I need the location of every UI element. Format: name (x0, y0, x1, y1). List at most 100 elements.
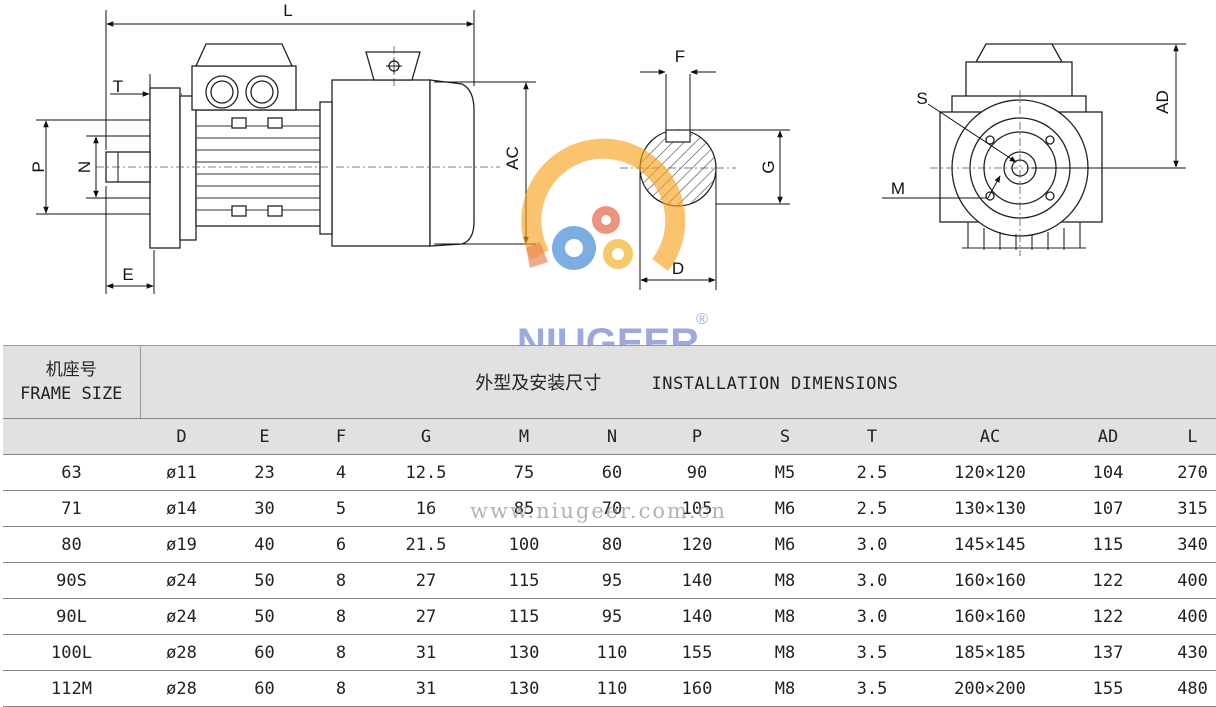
label-S: S (916, 89, 927, 108)
cell-l: 430 (1152, 634, 1216, 671)
cell-s: M8 (742, 634, 828, 671)
cell-ac: 185×185 (916, 634, 1064, 671)
cell-p: 140 (652, 562, 742, 599)
cell-g: 12.5 (376, 454, 476, 491)
table-title: 外型及安装尺寸 INSTALLATION DIMENSIONS (140, 345, 1216, 419)
column-header-n: N (572, 418, 652, 455)
cell-m: 130 (476, 634, 572, 671)
column-header-s: S (742, 418, 828, 455)
label-E: E (122, 265, 133, 284)
frame-size-cell: 80 (3, 526, 140, 563)
cell-ad: 122 (1064, 562, 1152, 599)
cell-ac: 160×160 (916, 598, 1064, 635)
cell-l: 400 (1152, 598, 1216, 635)
label-G: G (759, 160, 778, 173)
cell-t: 3.5 (828, 634, 916, 671)
cell-p: 140 (652, 598, 742, 635)
cell-e: 30 (223, 490, 306, 527)
frame-size-cell: 71 (3, 490, 140, 527)
frame-size-cell: 90S (3, 562, 140, 599)
column-header-e: E (223, 418, 306, 455)
cell-n: 95 (572, 598, 652, 635)
cell-m: 115 (476, 562, 572, 599)
frame-label-en: FRAME SIZE (20, 384, 123, 404)
label-F: F (675, 47, 685, 66)
cell-ad: 107 (1064, 490, 1152, 527)
cell-m: 100 (476, 526, 572, 563)
column-header-d: D (140, 418, 223, 455)
cell-t: 3.0 (828, 562, 916, 599)
cell-p: 160 (652, 670, 742, 707)
cell-m: 130 (476, 670, 572, 707)
niugeer-logo: NIUGEER ® (517, 138, 708, 345)
dimension-drawing: L T P N E AC F (29, 1, 1186, 345)
frame-label-cn: 机座号 (45, 360, 97, 380)
cell-ad: 115 (1064, 526, 1152, 563)
cell-e: 60 (223, 670, 306, 707)
label-P: P (29, 161, 48, 172)
cell-m: 115 (476, 598, 572, 635)
cell-t: 3.5 (828, 670, 916, 707)
label-AC: AC (503, 146, 522, 170)
label-T: T (113, 77, 123, 96)
cell-ac: 145×145 (916, 526, 1064, 563)
cell-f: 8 (306, 562, 376, 599)
cell-m: 85 (476, 490, 572, 527)
cell-ad: 104 (1064, 454, 1152, 491)
cell-f: 6 (306, 526, 376, 563)
cell-e: 23 (223, 454, 306, 491)
dimension-table: 机座号 FRAME SIZE 外型及安装尺寸 INSTALLATION DIME… (3, 345, 1216, 707)
cell-ad: 122 (1064, 598, 1152, 635)
column-header-frame (3, 418, 140, 455)
cell-n: 60 (572, 454, 652, 491)
cell-t: 3.0 (828, 526, 916, 563)
cell-d: ø28 (140, 670, 223, 707)
cell-s: M5 (742, 454, 828, 491)
cell-g: 31 (376, 670, 476, 707)
cell-t: 2.5 (828, 454, 916, 491)
cell-p: 155 (652, 634, 742, 671)
label-N: N (75, 161, 94, 173)
cell-n: 80 (572, 526, 652, 563)
motor-side-view: L T P N E AC (29, 1, 536, 294)
cell-s: M8 (742, 598, 828, 635)
frame-size-cell: 112M (3, 670, 140, 707)
cell-g: 21.5 (376, 526, 476, 563)
cell-l: 340 (1152, 526, 1216, 563)
label-L: L (283, 1, 292, 20)
cell-ac: 120×120 (916, 454, 1064, 491)
title-cn: 外型及安装尺寸 (475, 373, 602, 394)
cell-g: 27 (376, 562, 476, 599)
cell-f: 5 (306, 490, 376, 527)
cell-f: 8 (306, 634, 376, 671)
registered-mark: ® (696, 311, 708, 328)
cell-p: 105 (652, 490, 742, 527)
cell-d: ø11 (140, 454, 223, 491)
table-title-row: 机座号 FRAME SIZE 外型及安装尺寸 INSTALLATION DIME… (3, 345, 1216, 419)
cell-ac: 200×200 (916, 670, 1064, 707)
cell-ac: 130×130 (916, 490, 1064, 527)
cell-e: 40 (223, 526, 306, 563)
cell-n: 110 (572, 670, 652, 707)
brand-name: NIUGEER (517, 321, 699, 345)
frame-size-cell: 90L (3, 598, 140, 635)
cell-t: 2.5 (828, 490, 916, 527)
cell-n: 70 (572, 490, 652, 527)
column-header-g: G (376, 418, 476, 455)
label-AD: AD (1153, 90, 1172, 114)
column-header-m: M (476, 418, 572, 455)
cell-d: ø28 (140, 634, 223, 671)
cell-s: M6 (742, 526, 828, 563)
cell-ad: 155 (1064, 670, 1152, 707)
cell-f: 8 (306, 598, 376, 635)
cell-ac: 160×160 (916, 562, 1064, 599)
gear-logo-icon (521, 138, 686, 272)
label-D: D (672, 259, 684, 278)
frame-size-cell: 100L (3, 634, 140, 671)
cell-e: 60 (223, 634, 306, 671)
